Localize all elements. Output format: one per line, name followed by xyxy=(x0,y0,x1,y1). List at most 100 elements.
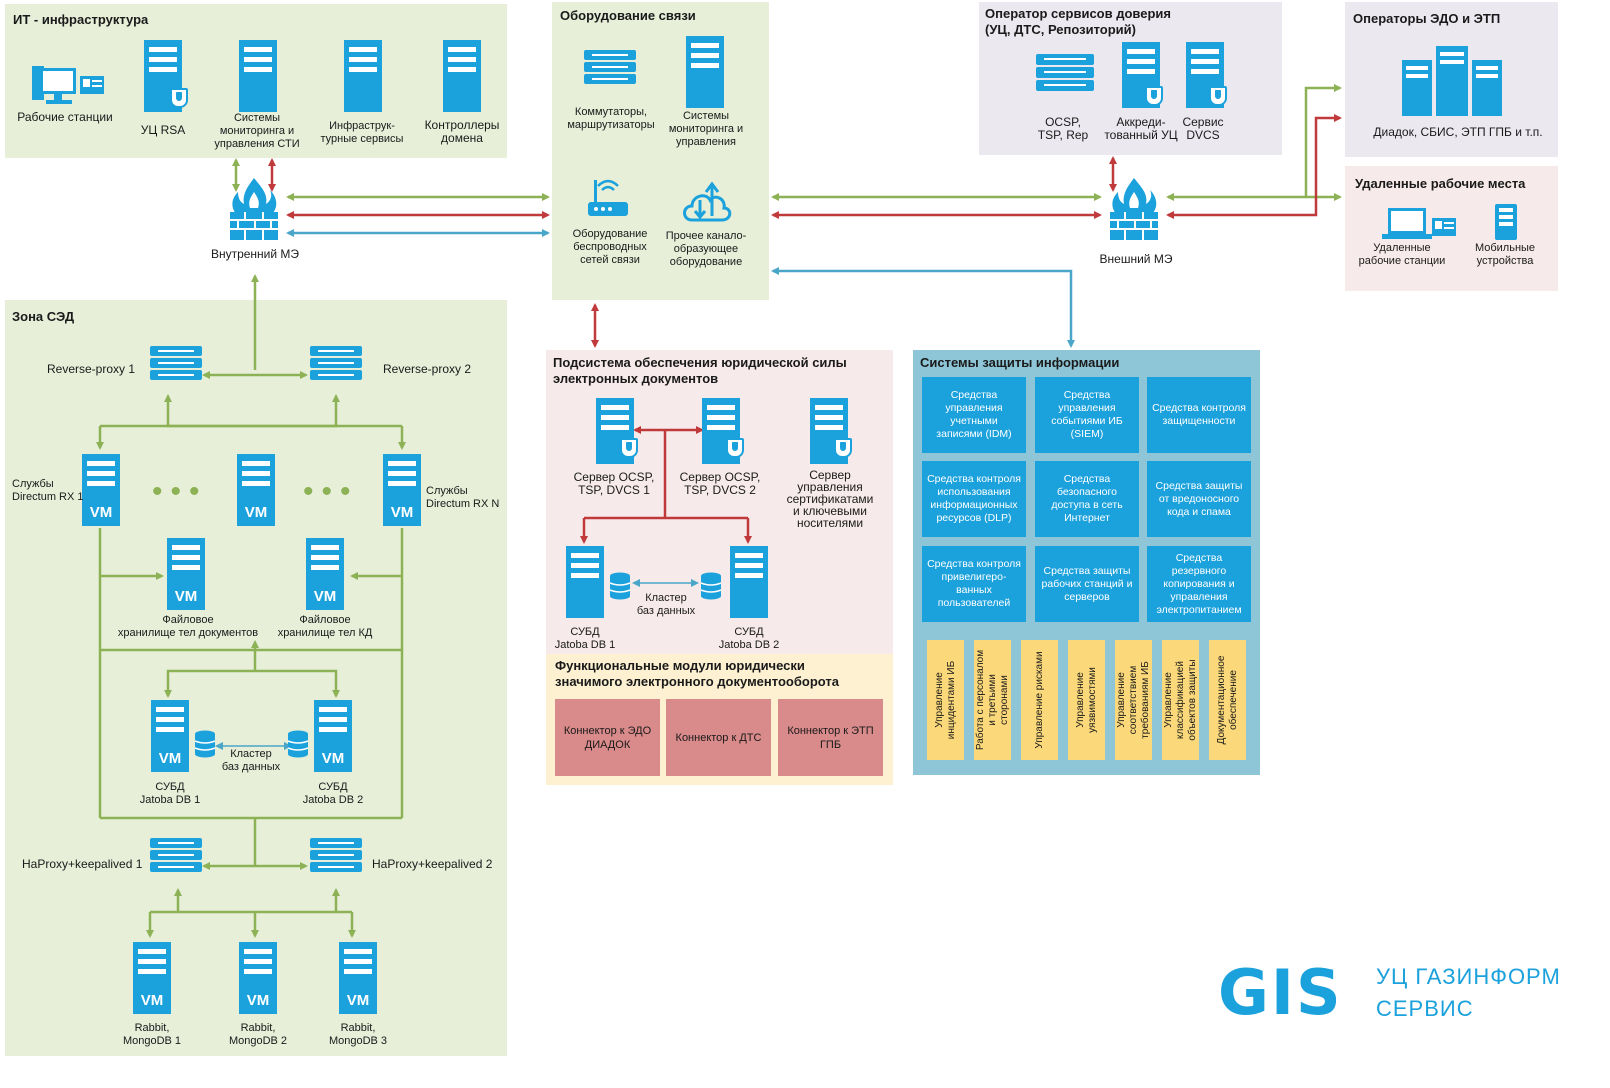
security-cell: Средства безопасного доступа в сеть Инте… xyxy=(1035,461,1139,537)
legal-db-cluster-label: Кластер баз данных xyxy=(636,592,696,617)
security-cell: Средства контроля привелигеро- ванных по… xyxy=(922,546,1026,622)
workstation-icon xyxy=(26,64,106,106)
vm-server-icon: VM xyxy=(339,942,377,1014)
logo-line-1: УЦ ГАЗИНФОРМ xyxy=(1376,964,1561,989)
ca-label: Аккреди- тованный УЦ xyxy=(1104,115,1178,142)
server-cluster-icon xyxy=(1400,44,1504,116)
mq3-label: Rabbit, MongoDB 3 xyxy=(328,1022,388,1047)
firewall-icon xyxy=(228,176,280,242)
shield-icon xyxy=(726,438,744,458)
mq1-label: Rabbit, MongoDB 1 xyxy=(122,1022,182,1047)
database-icon xyxy=(194,730,216,758)
zone-title: Операторы ЭДО и ЭТП xyxy=(1353,11,1501,26)
vm-server-icon: VM xyxy=(167,538,205,610)
comm-monitoring-server-icon xyxy=(686,36,724,108)
mq2-label: Rabbit, MongoDB 2 xyxy=(228,1022,288,1047)
shield-icon xyxy=(620,438,638,458)
haproxy-1-icon xyxy=(150,838,202,872)
process-cell: Управление соответствием требованиям ИБ xyxy=(1115,640,1152,760)
dvcs-label: Сервис DVCS xyxy=(1182,115,1224,142)
legal-db2-server-icon xyxy=(730,546,768,618)
domain-controllers-label: Контроллеры домена xyxy=(424,118,500,145)
rxn-label: Службы Directum RX N xyxy=(426,485,500,510)
process-cell: Управление уязвимостями xyxy=(1068,640,1105,760)
ocsp-label: OCSP, TSP, Rep xyxy=(1037,115,1089,142)
rsa-label: УЦ RSA xyxy=(140,123,186,137)
vm-server-icon: VM xyxy=(237,454,275,526)
other-equipment-label: Прочее канало- образующее оборудование xyxy=(665,230,747,268)
cloud-transfer-icon xyxy=(680,180,732,226)
database-icon xyxy=(700,572,722,600)
shield-icon xyxy=(1145,86,1163,106)
remote-stations-label: Удаленные рабочие станции xyxy=(1358,242,1446,267)
infra-services-server-icon xyxy=(344,40,382,112)
fs-docs-label: Файловое хранилище тел документов xyxy=(117,614,259,639)
ocsp-server-1-label: Сервер OCSP, TSP, DVCS 1 xyxy=(573,470,655,497)
ocsp-server-1-icon xyxy=(596,398,634,464)
security-cell: Средства резервного копирования и управл… xyxy=(1147,546,1251,622)
zone-title: ИТ - инфраструктура xyxy=(13,12,149,27)
switch-icon xyxy=(584,50,636,84)
legal-db1-label: СУБД Jatoba DB 1 xyxy=(554,626,616,651)
ellipsis: ••• xyxy=(152,475,208,508)
process-cell: Управление классификацией объектов защит… xyxy=(1162,640,1199,760)
zone-title: Функциональные модули юридически значимо… xyxy=(555,658,839,689)
vm-server-icon: VM xyxy=(383,454,421,526)
domain-controller-server-icon xyxy=(443,40,481,112)
haproxy-2-label: HaProxy+keepalived 2 xyxy=(372,857,493,871)
process-cell: Управление инцидентами ИБ xyxy=(927,640,964,760)
security-cell: Средства управления событиями ИБ (SIEM) xyxy=(1035,377,1139,453)
ocsp-server-icon xyxy=(1036,54,1094,91)
vm-server-icon: VM xyxy=(133,942,171,1014)
haproxy-1-label: HaProxy+keepalived 1 xyxy=(22,857,143,871)
security-cell: Средства защиты рабочих станций и сервер… xyxy=(1035,546,1139,622)
laptop-icon xyxy=(1382,206,1456,242)
db-cluster-label: Кластер баз данных xyxy=(221,748,281,773)
security-cell: Средства контроля использования информац… xyxy=(922,461,1026,537)
firewall-icon xyxy=(1108,176,1160,242)
gis-logo: GIS xyxy=(1218,956,1343,1029)
reverse-proxy-2-icon xyxy=(310,346,362,380)
db2-label: СУБД Jatoba DB 2 xyxy=(302,781,364,806)
security-cell: Средства защиты от вредоносного кода и с… xyxy=(1147,461,1251,537)
process-cell: Документационное обеспечение xyxy=(1209,640,1246,760)
comm-monitoring-label: Системы мониторинга и управления xyxy=(668,110,744,148)
shield-icon xyxy=(834,438,852,458)
reverse-proxy-1-icon xyxy=(150,346,202,380)
logo-line-2: СЕРВИС xyxy=(1376,996,1474,1021)
internal-firewall-label: Внутренний МЭ xyxy=(210,247,300,261)
database-icon xyxy=(287,730,309,758)
vm-server-icon: VM xyxy=(151,700,189,772)
monitoring-server-icon xyxy=(239,40,277,112)
vm-server-icon: VM xyxy=(306,538,344,610)
process-cell: Работа с персоналом и третьими сторонами xyxy=(974,640,1011,760)
reverse-proxy-1-label: Reverse-proxy 1 xyxy=(47,362,136,376)
zone-title: Системы защиты информации xyxy=(920,355,1120,370)
wireless-label: Оборудование беспроводных сетей связи xyxy=(572,228,648,266)
reverse-proxy-2-label: Reverse-proxy 2 xyxy=(383,362,472,376)
switches-label: Коммутаторы, маршрутизаторы xyxy=(567,106,655,131)
vm-server-icon: VM xyxy=(82,454,120,526)
shield-icon xyxy=(1209,86,1227,106)
db1-label: СУБД Jatoba DB 1 xyxy=(139,781,201,806)
ellipsis: ••• xyxy=(303,475,359,508)
infra-services-label: Инфраструк- турные сервисы xyxy=(320,120,404,145)
zone-title: Оператор сервисов доверия (УЦ, ДТС, Репо… xyxy=(985,6,1171,37)
zone-title: Удаленные рабочие места xyxy=(1355,176,1526,191)
edo-list-label: Диадок, СБИС, ЭТП ГПБ и т.п. xyxy=(1373,125,1543,139)
ocsp-server-2-label: Сервер OCSP, TSP, DVCS 2 xyxy=(679,470,761,497)
mobile-devices-icon xyxy=(1491,202,1521,242)
process-cell: Управление рисками xyxy=(1021,640,1058,760)
fs-kd-label: Файловое хранилище тел КД xyxy=(277,614,373,639)
rx1-label: Службы Directum RX 1 xyxy=(12,478,84,503)
external-firewall-label: Внешний МЭ xyxy=(1099,252,1173,266)
legal-db2-label: СУБД Jatoba DB 2 xyxy=(718,626,780,651)
connector-dts: Коннектор к ДТС xyxy=(666,699,771,776)
wireless-router-icon xyxy=(586,178,630,222)
connector-diadok: Коннектор к ЭДО ДИАДОК xyxy=(555,699,660,776)
legal-db1-server-icon xyxy=(566,546,604,618)
sti-monitoring-label: Системы мониторинга и управления СТИ xyxy=(214,112,300,150)
cert-server-label: Сервер управления сертификатами и ключев… xyxy=(786,468,874,530)
workstations-label: Рабочие станции xyxy=(17,110,113,124)
